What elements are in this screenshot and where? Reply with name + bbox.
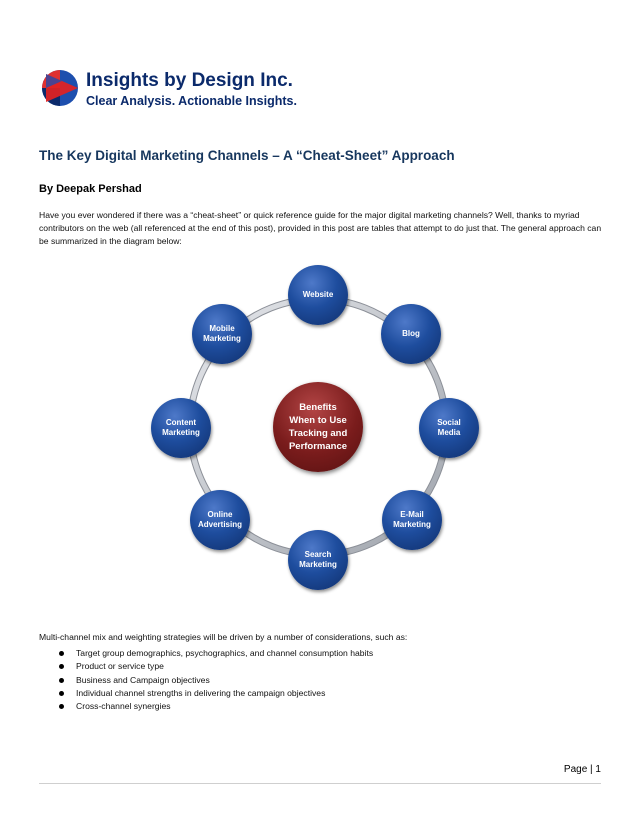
page-number: Page | 1	[563, 764, 601, 775]
triangle-circle-logo-icon	[42, 70, 78, 106]
company-tagline: Clear Analysis. Actionable Insights.	[86, 94, 297, 108]
bullet-icon	[59, 677, 64, 683]
node-label-line: E-Mail	[400, 510, 424, 519]
node-label-line: Media	[437, 428, 461, 437]
node-label-line: Social	[437, 418, 461, 427]
node-label-line: Website	[302, 290, 334, 299]
bullet-icon	[59, 664, 64, 670]
company-logo: Insights by Design Inc. Clear Analysis. …	[40, 68, 300, 112]
bullet-icon	[59, 704, 64, 710]
considerations-intro: Multi-channel mix and weighting strategi…	[39, 632, 408, 642]
node-website: Website	[288, 265, 348, 325]
node-label-line: Marketing	[203, 334, 241, 343]
consideration-item: Target group demographics, psychographic…	[59, 647, 373, 660]
consideration-item: Business and Campaign objectives	[59, 674, 373, 687]
consideration-text: Target group demographics, psychographic…	[76, 648, 374, 658]
consideration-text: Cross-channel synergies	[76, 701, 171, 712]
node-label-line: Mobile	[209, 324, 235, 333]
consideration-item: Individual channel strengths in deliveri…	[59, 687, 373, 700]
considerations-list: Target group demographics, psychographic…	[59, 647, 373, 713]
consideration-text: Business and Campaign objectives	[76, 674, 210, 685]
node-label-line: Advertising	[197, 520, 242, 529]
node-label-line: Search	[304, 550, 332, 559]
company-name: Insights by Design Inc.	[86, 70, 293, 91]
center-label-line: Tracking and	[288, 428, 348, 439]
bullet-icon	[59, 690, 64, 696]
node-label-line: Marketing	[299, 560, 337, 569]
intro-paragraph: Have you ever wondered if there was a “c…	[39, 210, 602, 246]
footer-divider	[39, 783, 601, 784]
consideration-text: Individual channel strengths in deliveri…	[76, 687, 326, 698]
article-title: The Key Digital Marketing Channels – A “…	[39, 148, 455, 163]
author-byline: By Deepak Pershad	[39, 183, 142, 195]
node-label-line: Online	[207, 510, 233, 519]
consideration-item: Product or service type	[59, 660, 373, 673]
center-label-line: Benefits	[299, 402, 337, 413]
consideration-item: Cross-channel synergies	[59, 700, 373, 713]
consideration-text: Product or service type	[76, 661, 164, 672]
node-label-line: Marketing	[393, 520, 431, 529]
node-label-line: Marketing	[162, 428, 200, 437]
bullet-icon	[59, 651, 64, 656]
node-label-line: Content	[165, 418, 197, 427]
center-label-line: Performance	[288, 441, 348, 452]
node-label-line: Blog	[402, 329, 420, 338]
center-label-line: When to Use	[289, 415, 347, 426]
node-blog: Blog	[381, 304, 441, 364]
